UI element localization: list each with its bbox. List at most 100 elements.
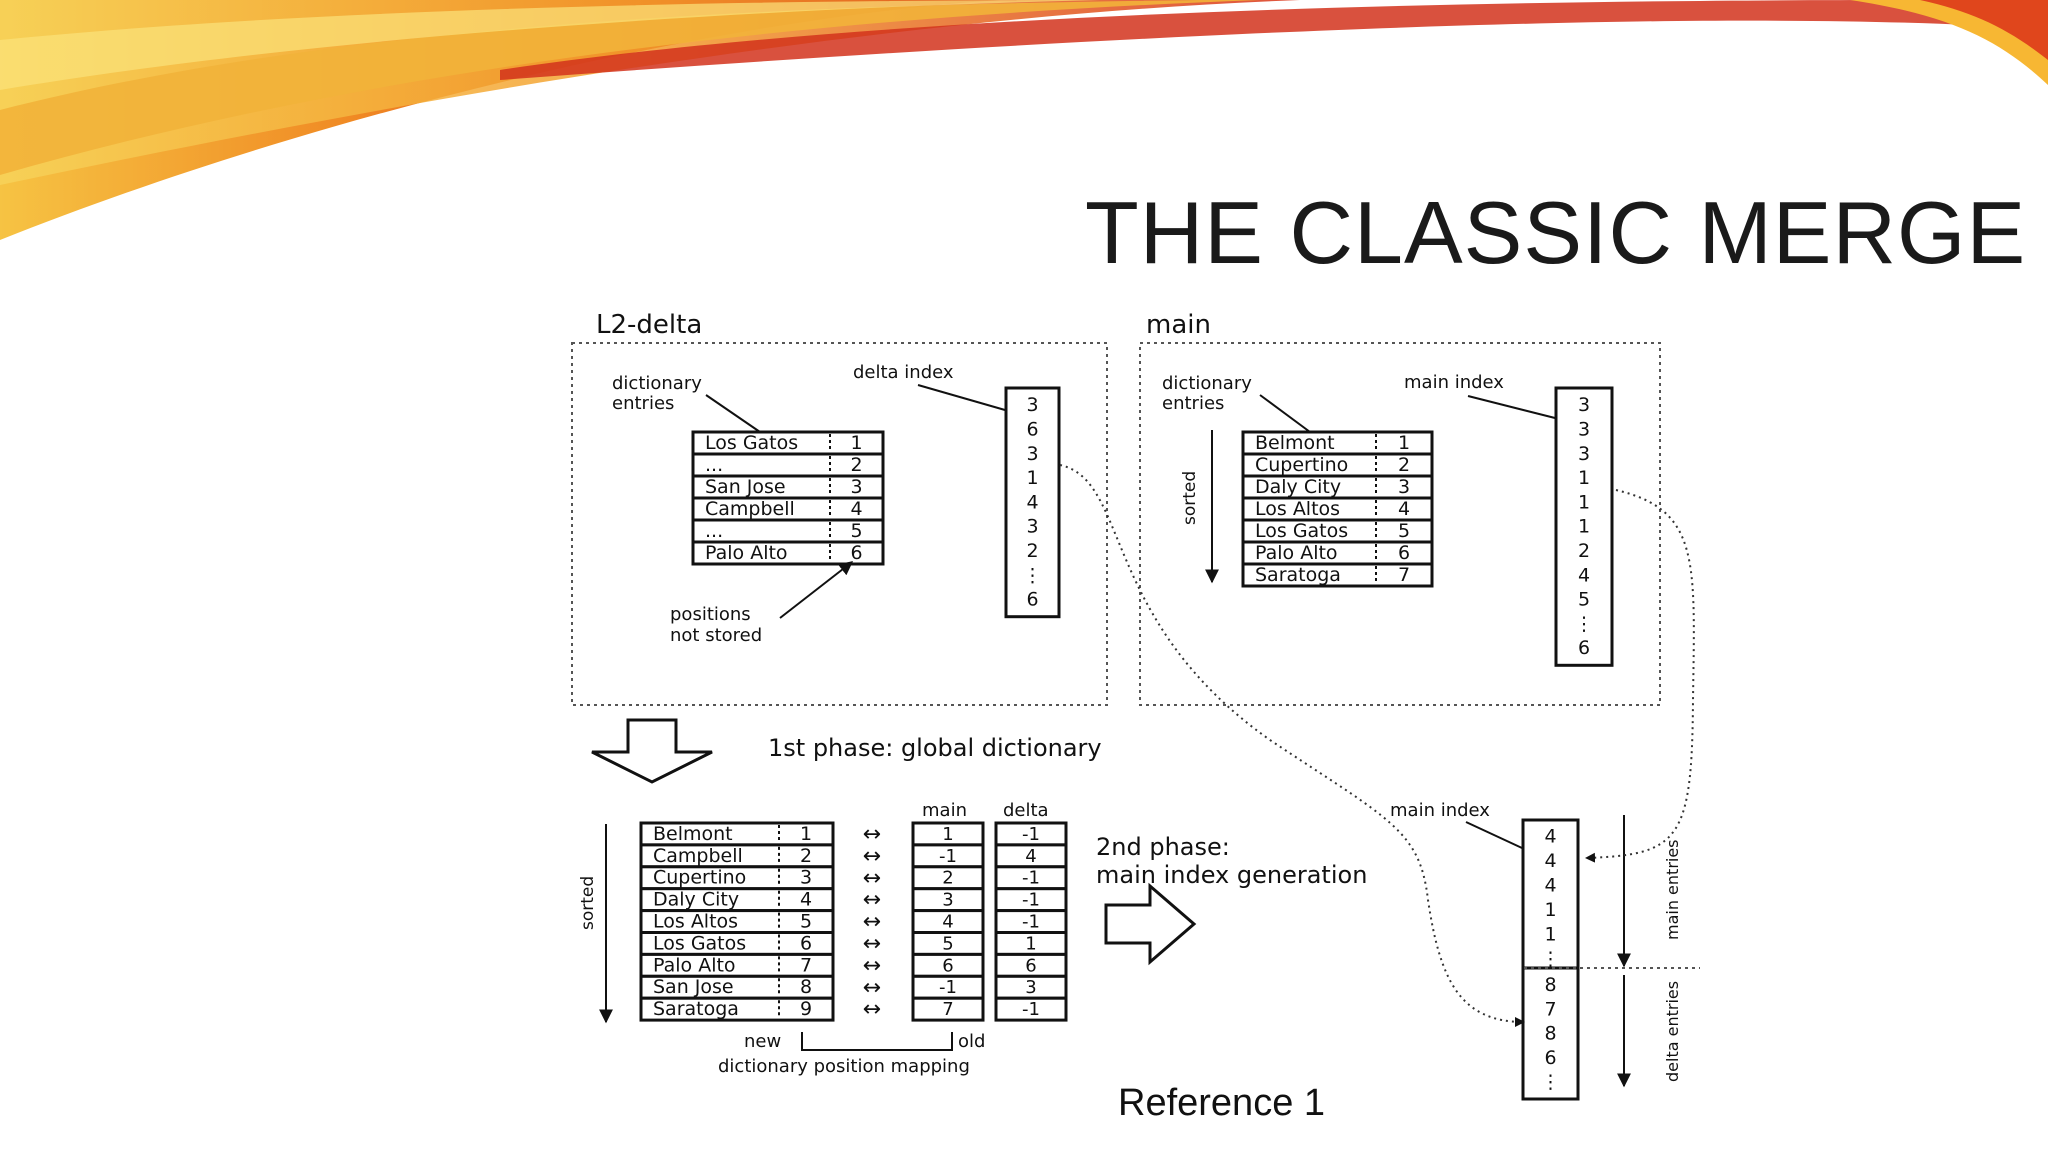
global-entry-name: Palo Alto <box>653 954 736 976</box>
global-entry-position: 3 <box>800 867 812 889</box>
main-map-value: 7 <box>942 999 953 1020</box>
main-map-value: -1 <box>939 846 957 867</box>
main-index-value: 1 <box>1578 516 1590 538</box>
main-map-value: 4 <box>942 912 953 933</box>
global-entry-position: 8 <box>800 976 812 998</box>
col-delta-header: delta <box>1003 800 1049 821</box>
global-entry-position: 4 <box>800 889 812 911</box>
delta-map-value: 3 <box>1025 977 1036 998</box>
delta-map-value: -1 <box>1022 912 1040 933</box>
merged-main-value: 4 <box>1544 850 1556 872</box>
l2delta-dict-label-2: entries <box>612 393 674 414</box>
main-index-frame <box>1554 386 1614 667</box>
main-entry-position: 1 <box>1398 432 1410 454</box>
l2delta-entry-position: 5 <box>850 520 862 542</box>
main-row <box>1241 562 1434 588</box>
phase2-index-pointer <box>1465 821 1523 849</box>
l2delta-dict-pointer <box>705 394 761 433</box>
l2delta-entry-position: 1 <box>850 432 862 454</box>
main-entry-position: 3 <box>1398 476 1410 498</box>
l2delta-note-1: positions <box>670 604 751 625</box>
mapping-label: dictionary position mapping <box>718 1056 970 1077</box>
main-map-value: -1 <box>939 977 957 998</box>
mapping-arrows: ↔↔↔↔↔↔↔↔↔ <box>863 822 881 1022</box>
mapping-arrow-icon: ↔ <box>863 888 881 913</box>
main-entry-name: Belmont <box>1255 432 1335 454</box>
global-row <box>639 996 835 1022</box>
main-index-label: main index <box>1404 372 1504 393</box>
main-dict-pointer <box>1259 394 1311 433</box>
global-entry-position: 5 <box>800 911 812 933</box>
old-label: old <box>958 1031 985 1052</box>
main-entry-name: Los Altos <box>1255 498 1340 520</box>
delta-map-value: -1 <box>1022 868 1040 889</box>
l2delta-row <box>691 540 885 566</box>
delta-index-value: 6 <box>1026 419 1038 441</box>
global-entry-name: Campbell <box>653 845 743 867</box>
mapping-arrow-icon: ↔ <box>863 953 881 978</box>
l2delta-entry-name: Campbell <box>705 498 795 520</box>
main-index-pointer <box>1467 395 1556 419</box>
phase1-down-arrow <box>591 718 713 784</box>
main-map-value: 6 <box>942 955 953 976</box>
global-entry-position: 2 <box>800 845 812 867</box>
merged-delta-value: ⋮ <box>1541 1071 1560 1093</box>
main-heading: main <box>1146 310 1211 340</box>
main-entry-position: 4 <box>1398 498 1410 520</box>
main-index-value: 3 <box>1578 394 1590 416</box>
mapping-arrow-icon: ↔ <box>863 975 881 1000</box>
l2delta-entry-name: ... <box>705 454 723 476</box>
merged-delta-value: 6 <box>1544 1047 1556 1069</box>
main-index-value: 1 <box>1578 467 1590 489</box>
main-entry-name: Daly City <box>1255 476 1341 498</box>
main-map-value: 5 <box>942 933 953 954</box>
main-map-value: 3 <box>942 890 953 911</box>
l2delta-heading: L2-delta <box>596 310 702 340</box>
merged-main-value: 1 <box>1544 899 1556 921</box>
main-index-value: 5 <box>1578 589 1590 611</box>
l2delta-index-pointer <box>917 384 1006 411</box>
main-index-value: ⋮ <box>1575 613 1594 635</box>
main-entries-label: main entries <box>1663 839 1682 940</box>
main-index-value: 3 <box>1578 419 1590 441</box>
decorative-swoosh <box>0 0 2048 240</box>
delta-index-value: 3 <box>1026 516 1038 538</box>
main-dict-label-2: entries <box>1162 393 1224 414</box>
main-entry-name: Los Gatos <box>1255 520 1348 542</box>
global-entry-name: Cupertino <box>653 867 746 889</box>
main-to-merged-connector <box>1585 489 1695 863</box>
mapping-arrow-icon: ↔ <box>863 866 881 891</box>
main-map-value: 2 <box>942 868 953 889</box>
global-entry-name: Belmont <box>653 823 733 845</box>
merged-delta-value: 8 <box>1544 974 1556 996</box>
l2delta-entry-position: 2 <box>850 454 862 476</box>
global-entry-name: San Jose <box>653 976 734 998</box>
delta-index-value: ⋮ <box>1023 564 1042 586</box>
delta-map-value: -1 <box>1022 890 1040 911</box>
global-entry-name: Saratoga <box>653 998 739 1020</box>
l2delta-entry-position: 4 <box>850 498 862 520</box>
global-entry-position: 6 <box>800 932 812 954</box>
delta-index-value: 3 <box>1026 443 1038 465</box>
main-index-value: 1 <box>1578 491 1590 513</box>
mapping-arrow-icon: ↔ <box>863 932 881 957</box>
main-sorted-label: sorted <box>1180 471 1200 525</box>
phase1-sorted-label: sorted <box>578 876 598 930</box>
phase2-label-1: 2nd phase: <box>1096 833 1230 861</box>
global-entry-position: 7 <box>800 954 812 976</box>
l2delta-entry-position: 3 <box>850 476 862 498</box>
delta-map-value: 4 <box>1025 846 1036 867</box>
positions-pointer-arrow <box>779 561 854 619</box>
delta-index-value: 1 <box>1026 467 1038 489</box>
main-index-value: 3 <box>1578 443 1590 465</box>
global-entry-name: Los Gatos <box>653 932 746 954</box>
delta-map-value: 6 <box>1025 955 1036 976</box>
